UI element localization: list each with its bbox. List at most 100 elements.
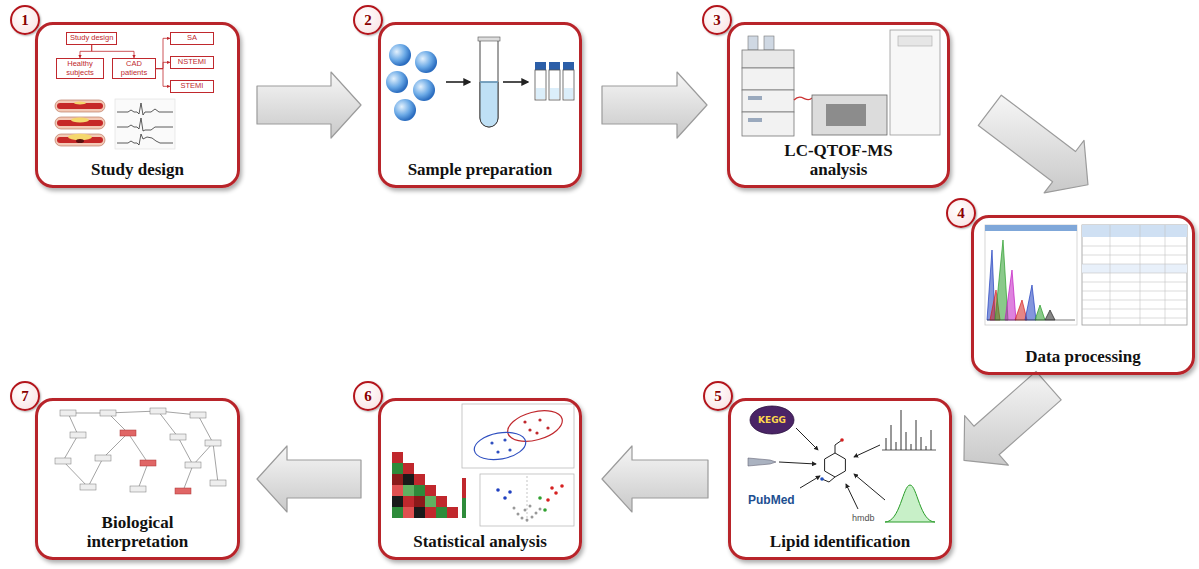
pathway-network	[120, 430, 136, 436]
correlation-heatmap	[425, 507, 436, 518]
lc-instrument	[748, 118, 762, 122]
kegg-logo	[750, 406, 794, 434]
step-title: Sample preparation	[408, 160, 553, 180]
mass-spectrum	[882, 410, 936, 450]
ecg-figure	[115, 99, 175, 149]
artery-figure	[74, 102, 86, 105]
lc-instrument	[742, 68, 794, 90]
source-arrows	[779, 428, 885, 509]
ecg-figure	[115, 99, 175, 149]
pathway-network	[210, 480, 226, 486]
test-tube	[478, 37, 500, 127]
process-box: Biological interpretation7	[35, 398, 240, 560]
volcano-plot	[543, 508, 547, 512]
volcano-plot	[546, 498, 550, 502]
lc-instrument	[742, 112, 794, 136]
score-plot	[535, 431, 538, 434]
process-box: Study design1Study designHealthy subject…	[35, 22, 240, 188]
chromatogram	[985, 225, 1077, 325]
chromatogram	[1025, 285, 1036, 320]
molecule	[820, 477, 824, 481]
pathway-network	[130, 486, 146, 492]
step-number: 4	[946, 198, 976, 228]
ms-instrument	[890, 30, 940, 135]
design-box: Healthy subjects	[56, 58, 104, 79]
chromatographic-peak	[885, 485, 935, 522]
correlation-heatmap	[392, 485, 403, 496]
molecule	[840, 438, 844, 442]
correlation-heatmap	[392, 452, 466, 518]
source-arrows	[800, 476, 820, 488]
step-title: LC-QTOF-MS analysis	[776, 141, 901, 180]
correlation-heatmap	[462, 498, 466, 518]
lc-instrument	[748, 36, 758, 50]
correlation-heatmap	[392, 507, 403, 518]
connector-layer	[80, 38, 1088, 512]
data-table	[1082, 225, 1187, 325]
correlation-heatmap	[414, 474, 425, 485]
flow-line	[92, 45, 134, 58]
kegg-logo	[750, 406, 794, 434]
ms-instrument	[826, 104, 866, 126]
volcano-plot	[538, 496, 542, 500]
score-plot	[508, 448, 511, 451]
pathway-network	[80, 484, 96, 490]
step-number-text: 5	[714, 389, 722, 404]
serum-spheres	[415, 51, 437, 73]
serum-spheres	[389, 44, 411, 66]
step-title: Study design	[91, 160, 184, 180]
step-number-text: 3	[713, 13, 721, 28]
pathway-network	[185, 462, 201, 468]
volcano-plot	[560, 484, 564, 488]
design-box: NSTEMI	[170, 56, 214, 69]
pathway-network	[70, 432, 86, 438]
score-plot	[462, 404, 574, 468]
data-table	[1082, 225, 1187, 325]
pathway-network	[95, 455, 111, 461]
step-number: 6	[353, 381, 383, 411]
correlation-heatmap	[425, 496, 436, 507]
chromatogram	[1035, 305, 1045, 320]
volcano-plot	[513, 507, 516, 510]
flow-line	[156, 62, 170, 68]
sample-vials	[535, 70, 546, 100]
step-title: Statistical analysis	[413, 532, 547, 552]
correlation-heatmap	[447, 507, 458, 518]
flow-line	[156, 38, 170, 68]
design-label: Study design	[70, 34, 113, 43]
block-arrow	[978, 95, 1088, 193]
block-arrow	[964, 371, 1061, 465]
block-arrow	[602, 446, 708, 512]
chromatogram	[985, 225, 1077, 231]
source-arrows	[854, 445, 880, 457]
artery-figure	[71, 118, 89, 123]
sample-vials	[535, 62, 546, 70]
score-plot	[528, 428, 531, 431]
logo-text: KEGG	[750, 413, 794, 427]
step-number: 2	[353, 5, 383, 35]
volcano-plot	[535, 512, 538, 515]
test-tube	[480, 81, 498, 83]
correlation-heatmap	[414, 496, 425, 507]
correlation-heatmap	[414, 485, 425, 496]
volcano-plot	[517, 513, 520, 516]
sample-vials	[549, 62, 560, 70]
correlation-heatmap	[403, 474, 414, 485]
serum-spheres	[386, 44, 437, 121]
artery-figure	[76, 139, 84, 143]
volcano-plot	[527, 476, 528, 524]
ms-instrument	[812, 95, 887, 135]
sample-vials	[563, 70, 574, 100]
process-box: Sample preparation2	[378, 22, 582, 188]
pathway-network	[55, 458, 71, 464]
sample-vials	[563, 62, 574, 70]
test-tube	[480, 40, 498, 127]
correlation-heatmap	[392, 496, 403, 507]
correlation-heatmap	[392, 474, 403, 485]
ms-instrument	[898, 36, 932, 46]
design-label: CAD patients	[116, 60, 152, 77]
correlation-heatmap	[392, 452, 403, 463]
step-number-text: 7	[21, 389, 29, 404]
score-plot	[546, 426, 549, 429]
design-box: Study design	[66, 32, 117, 45]
